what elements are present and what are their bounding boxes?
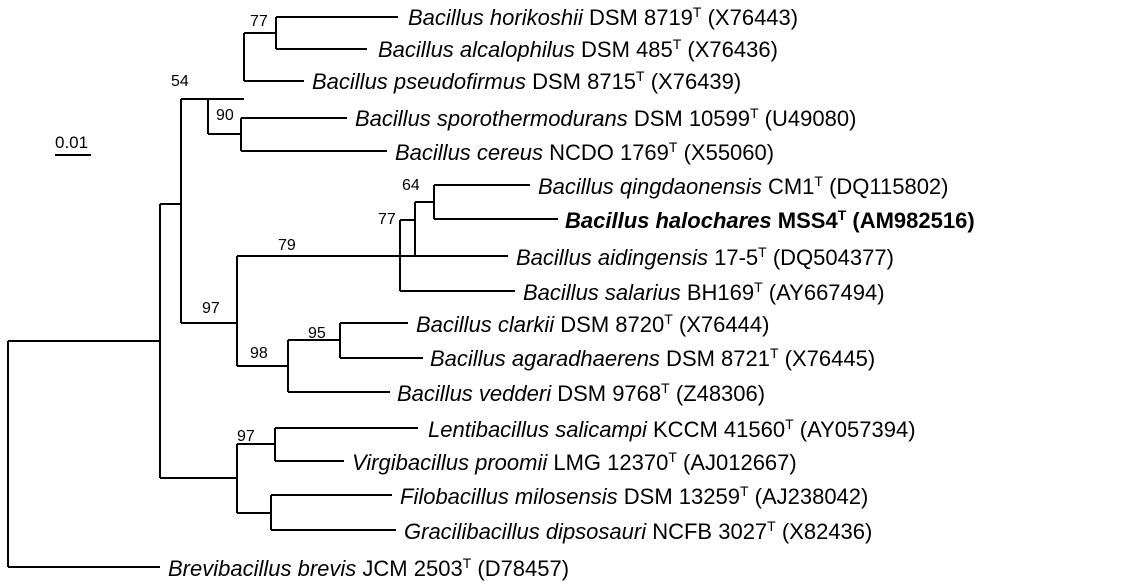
bootstrap-value: 97 — [202, 300, 220, 317]
taxon-strain: DSM 13259 — [618, 484, 740, 509]
bootstrap-value: 64 — [402, 177, 420, 194]
type-strain-mark: T — [693, 4, 702, 20]
taxon-labels: Bacillus horikoshii DSM 8719T (X76443)Ba… — [168, 4, 975, 581]
taxon-accession: (DQ504377) — [767, 245, 894, 270]
taxon-label: Bacillus cereus NCDO 1769T (X55060) — [395, 139, 774, 165]
type-strain-mark: T — [838, 207, 847, 223]
taxon-species: Bacillus halochares — [565, 208, 772, 233]
taxon-strain: DSM 9768 — [551, 381, 661, 406]
type-strain-mark: T — [673, 36, 682, 52]
bootstrap-value: 54 — [171, 73, 189, 90]
bootstrap-value: 77 — [250, 13, 268, 30]
taxon-label: Bacillus pseudofirmus DSM 8715T (X76439) — [312, 68, 741, 94]
taxon-strain: LMG 12370 — [547, 450, 668, 475]
taxon-label: Brevibacillus brevis JCM 2503T (D78457) — [168, 555, 569, 581]
type-strain-mark: T — [740, 483, 749, 499]
bootstrap-value: 95 — [308, 325, 326, 342]
type-strain-mark: T — [750, 105, 759, 121]
taxon-label: Gracilibacillus dipsosauri NCFB 3027T (X… — [404, 518, 872, 544]
taxon-strain: DSM 10599 — [628, 106, 750, 131]
bootstrap-value: 79 — [278, 237, 296, 254]
taxon-accession: (X76443) — [701, 5, 798, 30]
taxon-label: Bacillus alcalophilus DSM 485T (X76436) — [378, 36, 778, 62]
taxon-label: Bacillus halochares MSS4T (AM982516) — [565, 207, 975, 233]
taxon-strain: DSM 8715 — [526, 69, 636, 94]
scale-bar-label: 0.01 — [55, 133, 88, 152]
taxon-strain: JCM 2503 — [356, 556, 462, 581]
taxon-label: Filobacillus milosensis DSM 13259T (AJ23… — [400, 483, 868, 509]
type-strain-mark: T — [664, 311, 673, 327]
type-strain-mark: T — [661, 380, 670, 396]
taxon-strain: KCCM 41560 — [647, 417, 785, 442]
taxon-species: Bacillus alcalophilus — [378, 37, 575, 62]
taxon-species: Bacillus pseudofirmus — [312, 69, 526, 94]
taxon-strain: NCDO 1769 — [543, 140, 669, 165]
taxon-accession: (X76439) — [645, 69, 742, 94]
taxon-species: Filobacillus milosensis — [400, 484, 618, 509]
taxon-strain: DSM 485 — [575, 37, 673, 62]
taxon-accession: (AM982516) — [846, 208, 974, 233]
taxon-species: Bacillus cereus — [395, 140, 543, 165]
taxon-species: Bacillus horikoshii — [408, 5, 584, 30]
taxon-accession: (DQ115802) — [823, 174, 949, 199]
taxon-label: Bacillus horikoshii DSM 8719T (X76443) — [408, 4, 798, 30]
taxon-species: Virgibacillus proomii — [352, 450, 548, 475]
taxon-label: Bacillus qingdaonensis CM1T (DQ115802) — [538, 173, 949, 199]
taxon-strain: BH169 — [681, 280, 754, 305]
type-strain-mark: T — [785, 416, 794, 432]
type-strain-mark: T — [767, 518, 776, 534]
taxon-accession: (D78457) — [471, 556, 569, 581]
taxon-strain: DSM 8719 — [583, 5, 693, 30]
taxon-label: Bacillus sporothermodurans DSM 10599T (U… — [355, 105, 856, 131]
taxon-accession: (X76445) — [779, 346, 876, 371]
taxon-species: Gracilibacillus dipsosauri — [404, 519, 647, 544]
taxon-species: Bacillus salarius — [523, 280, 681, 305]
taxon-accession: (AY667494) — [763, 280, 885, 305]
type-strain-mark: T — [636, 68, 645, 84]
bootstrap-value: 77 — [378, 211, 396, 228]
taxon-species: Bacillus sporothermodurans — [355, 106, 628, 131]
type-strain-mark: T — [814, 173, 823, 189]
tree-branches — [7, 16, 558, 568]
taxon-accession: (X76444) — [673, 312, 770, 337]
taxon-species: Brevibacillus brevis — [168, 556, 356, 581]
taxon-species: Bacillus aidingensis — [516, 245, 708, 270]
taxon-accession: (U49080) — [759, 106, 857, 131]
taxon-strain: DSM 8721 — [660, 346, 770, 371]
taxon-accession: (AJ238042) — [749, 484, 869, 509]
taxon-species: Lentibacillus salicampi — [428, 417, 648, 442]
taxon-strain: MSS4 — [772, 208, 839, 233]
taxon-accession: (X82436) — [776, 519, 873, 544]
type-strain-mark: T — [668, 449, 677, 465]
taxon-label: Virgibacillus proomii LMG 12370T (AJ0126… — [352, 449, 797, 475]
taxon-accession: (AJ012667) — [677, 450, 797, 475]
taxon-label: Bacillus aidingensis 17-5T (DQ504377) — [516, 244, 894, 270]
type-strain-mark: T — [754, 279, 763, 295]
taxon-label: Bacillus vedderi DSM 9768T (Z48306) — [397, 380, 765, 406]
taxon-species: Bacillus agaradhaerens — [430, 346, 660, 371]
bootstrap-value: 98 — [250, 345, 268, 362]
bootstrap-value: 90 — [216, 107, 234, 124]
type-strain-mark: T — [669, 139, 678, 155]
taxon-accession: (X55060) — [677, 140, 774, 165]
taxon-label: Bacillus clarkii DSM 8720T (X76444) — [416, 311, 769, 337]
bootstrap-value: 97 — [237, 428, 255, 445]
type-strain-mark: T — [758, 244, 767, 260]
type-strain-mark: T — [770, 345, 779, 361]
taxon-strain: NCFB 3027 — [646, 519, 767, 544]
taxon-strain: 17-5 — [708, 245, 758, 270]
taxon-accession: (X76436) — [681, 37, 778, 62]
taxon-species: Bacillus qingdaonensis — [538, 174, 762, 199]
taxon-label: Lentibacillus salicampi KCCM 41560T (AY0… — [428, 416, 916, 442]
taxon-accession: (AY057394) — [794, 417, 916, 442]
taxon-accession: (Z48306) — [670, 381, 765, 406]
taxon-label: Bacillus agaradhaerens DSM 8721T (X76445… — [430, 345, 875, 371]
taxon-species: Bacillus vedderi — [397, 381, 552, 406]
taxon-strain: CM1 — [762, 174, 815, 199]
taxon-strain: DSM 8720 — [554, 312, 664, 337]
taxon-species: Bacillus clarkii — [416, 312, 555, 337]
taxon-label: Bacillus salarius BH169T (AY667494) — [523, 279, 885, 305]
type-strain-mark: T — [463, 555, 472, 571]
